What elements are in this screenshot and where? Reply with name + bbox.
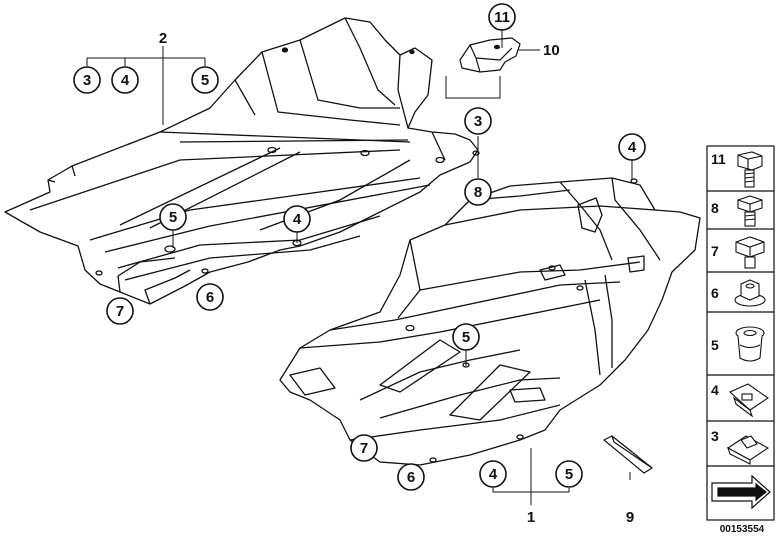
callout-lower-6: 6 (407, 469, 415, 486)
hex-bolt-short-icon (735, 236, 765, 269)
callout-circles (73, 3, 646, 491)
spring-nut-icon (726, 435, 770, 465)
legend-num-7: 7 (711, 243, 719, 259)
legend-num-8: 8 (711, 200, 719, 216)
legend-num-11: 11 (711, 151, 726, 167)
callout-upper-6: 6 (206, 289, 214, 306)
lower-underbody-panel (279, 177, 701, 466)
callout-lower-4-top: 4 (628, 139, 637, 156)
reference-number: 00153554 (720, 524, 765, 535)
callout-upper-7: 7 (116, 303, 124, 320)
callout-upper-4b: 4 (293, 211, 302, 228)
legend-num-4: 4 (711, 382, 719, 398)
callout-part-2: 2 (159, 30, 167, 47)
fastener-legend: 11 8 7 6 5 4 3 (706, 145, 775, 521)
callout-lower-4: 4 (489, 466, 498, 483)
callout-part-9: 9 (626, 509, 634, 526)
hex-bolt-icon (737, 195, 763, 227)
legend-num-3: 3 (711, 428, 719, 444)
callout-mid-3: 3 (474, 113, 482, 130)
callout-bracket-11: 11 (494, 9, 510, 26)
legend-num-5: 5 (711, 337, 719, 353)
callout-mid-8: 8 (474, 184, 482, 201)
callout-upper-5: 5 (201, 72, 209, 89)
callout-upper-3: 3 (83, 72, 91, 89)
page-arrow-icon (711, 474, 771, 510)
callout-upper-4: 4 (121, 72, 130, 89)
leader-lines (86, 30, 633, 505)
rubber-grommet-icon (735, 326, 765, 362)
upper-underbody-panel (4, 17, 480, 305)
hex-bolt-long-icon (737, 151, 763, 188)
legend-num-6: 6 (711, 285, 719, 301)
trim-strip (602, 435, 654, 474)
callout-part-1: 1 (527, 509, 535, 526)
callout-part-10: 10 (543, 42, 560, 59)
mounting-bracket (459, 37, 521, 73)
flange-nut-icon (734, 279, 766, 307)
callout-lower-7: 7 (360, 440, 368, 457)
callout-lower-5-mid: 5 (462, 329, 470, 346)
callout-lower-5: 5 (565, 466, 573, 483)
clip-nut-icon (729, 383, 769, 418)
callout-upper-5b: 5 (169, 209, 177, 226)
